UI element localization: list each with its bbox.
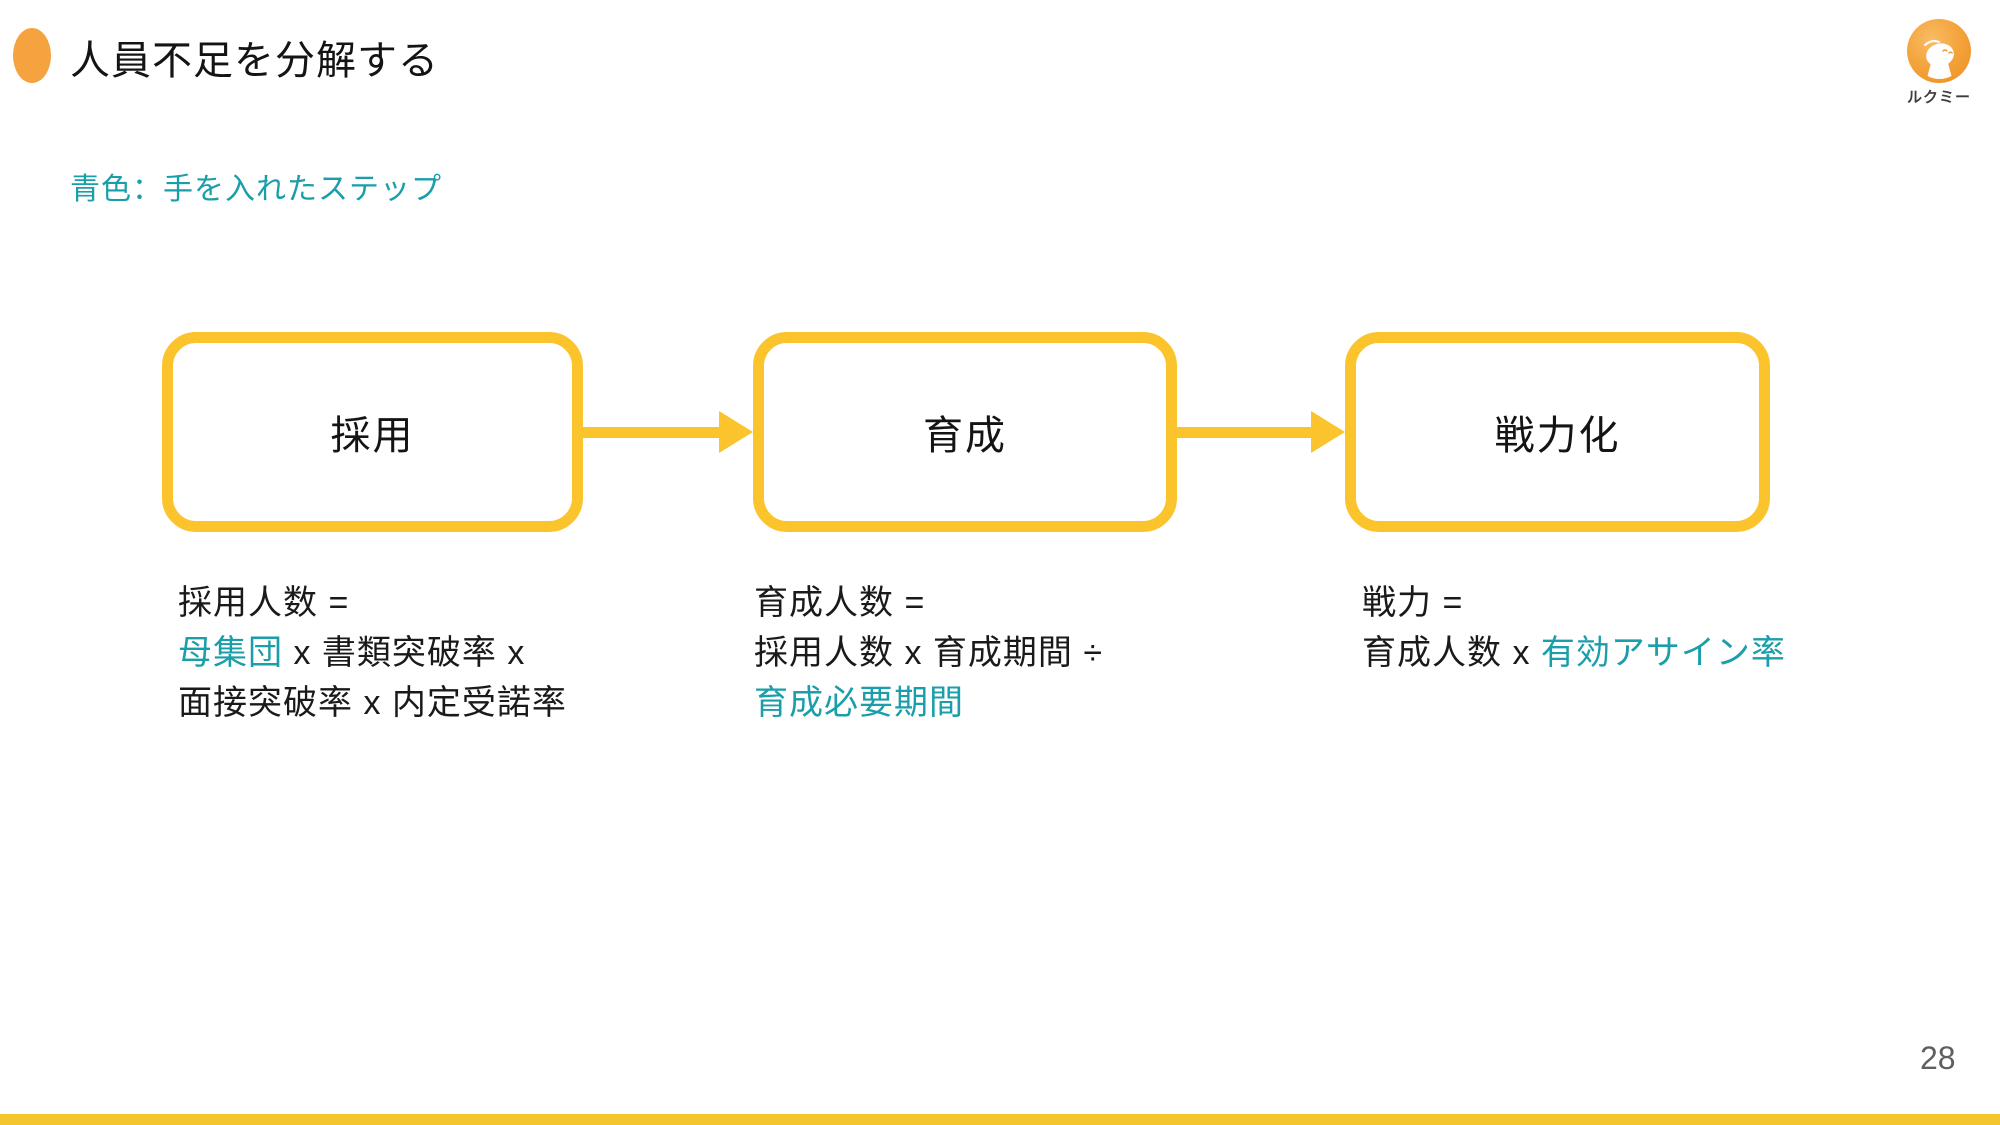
flow-arrow-icon: [583, 411, 753, 453]
formula-segment: 育成人数 =: [754, 584, 926, 622]
formula-segment: 育成必要期間: [754, 684, 964, 722]
formula-recruitment: 採用人数 = 母集団 x 書類突破率 x 面接突破率 x 内定受諾率: [178, 578, 567, 728]
legend-note: 青色：手を入れたステップ: [70, 173, 442, 206]
formula-segment: 採用人数 x 育成期間 ÷: [754, 634, 1103, 672]
arrow-head: [719, 411, 753, 453]
flow-box-label: 採用: [330, 414, 415, 458]
formula-training: 育成人数 = 採用人数 x 育成期間 ÷ 育成必要期間: [754, 578, 1103, 728]
flow-box-label: 戦力化: [1494, 414, 1621, 458]
lookmee-logo: ルクミー: [1903, 18, 1975, 107]
title-bullet-icon: [13, 28, 51, 83]
flow-box-workforce: 戦力化: [1345, 332, 1770, 532]
formula-segment: 採用人数 =: [178, 584, 350, 622]
formula-segment: 育成人数 x: [1362, 634, 1541, 672]
lookmee-logo-icon: [1907, 19, 1971, 83]
flow-box-recruitment: 採用: [162, 332, 583, 532]
logo-text: ルクミー: [1906, 89, 1971, 106]
arrow-shaft: [583, 426, 719, 438]
formula-segment: 面接突破率 x 内定受諾率: [178, 684, 567, 722]
formula-segment: x 書類突破率 x: [283, 634, 526, 672]
formula-segment: 有効アサイン率: [1540, 634, 1786, 672]
arrow-shaft: [1177, 426, 1311, 438]
page-title: 人員不足を分解する: [70, 39, 439, 83]
flow-arrow-icon: [1177, 411, 1345, 453]
formula-segment: 戦力 =: [1362, 584, 1464, 622]
footer-bar: [0, 1114, 2000, 1125]
page-number: 28: [1920, 1040, 1956, 1076]
formula-workforce: 戦力 = 育成人数 x 有効アサイン率: [1362, 578, 1786, 678]
arrow-head: [1311, 411, 1345, 453]
flow-box-training: 育成: [753, 332, 1177, 532]
formula-segment: 母集団: [178, 634, 283, 672]
flow-box-label: 育成: [923, 414, 1007, 458]
